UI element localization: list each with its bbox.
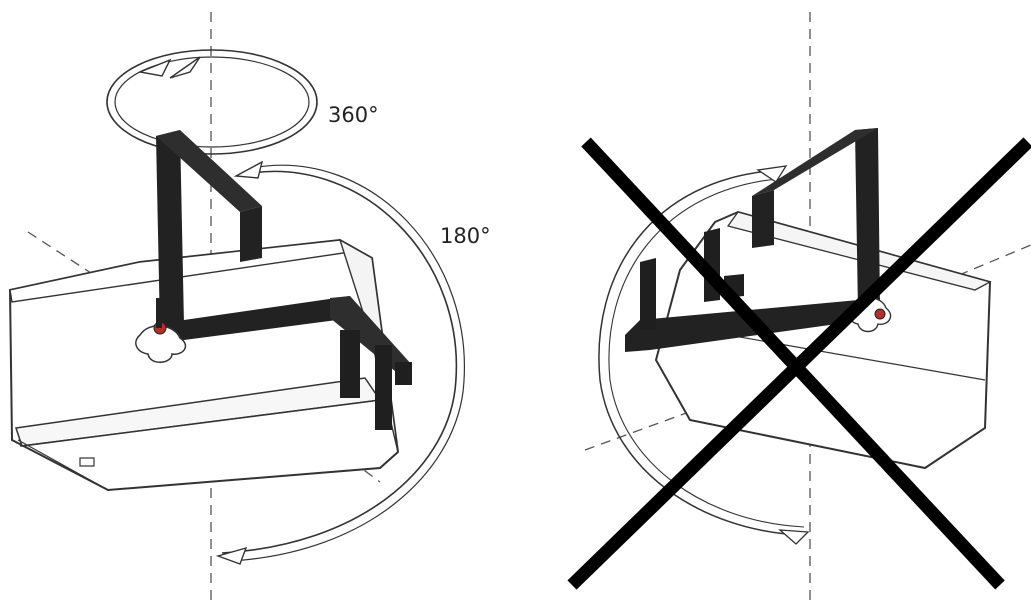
rotation-360-label: 360°	[328, 103, 379, 127]
housing-slot	[79, 457, 95, 467]
correct-orientation-panel: 360° 180°	[8, 12, 491, 603]
mounting-bracket	[156, 130, 412, 430]
rotation-360-arrow	[106, 49, 318, 155]
tilt-axis-line-lower	[584, 407, 701, 451]
incorrect-rotation-arc	[598, 165, 810, 545]
incorrect-orientation-panel	[567, 12, 1031, 603]
device-housing	[8, 238, 400, 492]
tilt-axis-line	[27, 231, 161, 319]
tilt-locking-knob	[135, 298, 187, 363]
tilt-180-arrow	[215, 160, 465, 565]
tilt-axis-line	[879, 244, 1031, 309]
incorrect-cross-mark	[567, 137, 1031, 590]
tilt-180-label: 180°	[440, 224, 491, 248]
